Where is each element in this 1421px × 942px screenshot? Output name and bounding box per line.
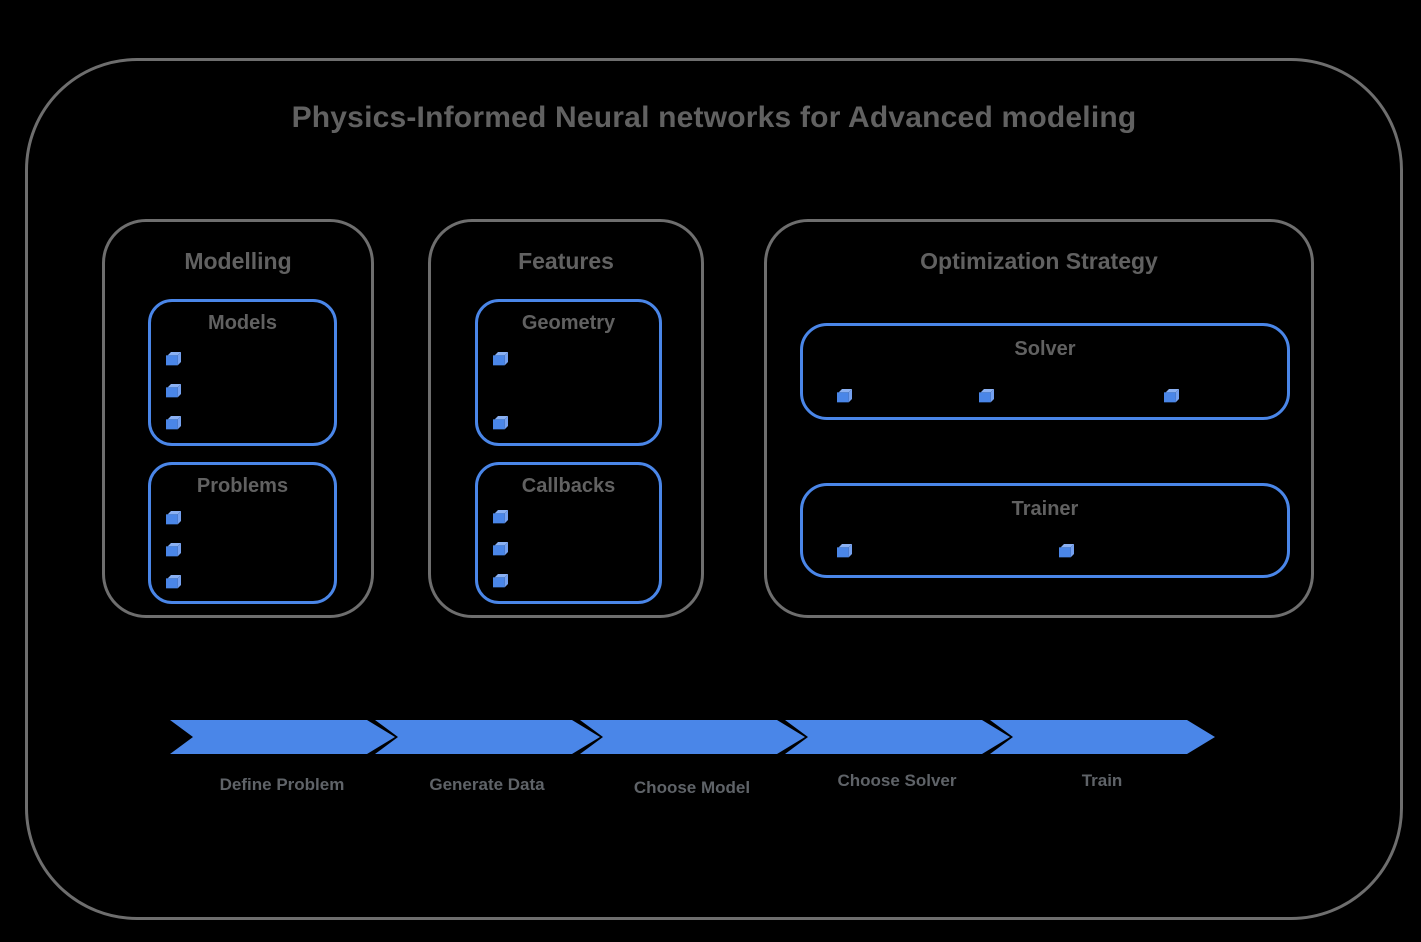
cube-icon	[492, 352, 509, 367]
flow-step-label-choose-model: Choose Model	[633, 778, 751, 797]
cube-icon	[165, 511, 182, 526]
flow-step-label-choose-solver: Choose Solver	[837, 771, 957, 790]
cube-icon	[1163, 389, 1180, 404]
cube-icon	[492, 416, 509, 431]
box-geometry: Geometry	[475, 299, 662, 446]
box-trainer-title: Trainer	[1011, 498, 1079, 520]
cube-icon	[492, 574, 509, 589]
process-arrow-band	[170, 720, 1215, 754]
cube-icon	[836, 544, 853, 559]
section-modelling-title: Modelling	[184, 248, 292, 274]
cube-icon	[1058, 544, 1075, 559]
diagram-title: Physics-Informed Neural networks for Adv…	[291, 101, 1137, 134]
cube-icon	[165, 575, 182, 590]
cube-icon	[165, 543, 182, 558]
section-features-title: Features	[518, 248, 614, 274]
box-solver: Solver	[800, 323, 1290, 420]
arrow-step-4	[785, 720, 1010, 754]
flow-step-label-define-problem: Define Problem	[219, 775, 345, 794]
box-models: Models	[148, 299, 337, 446]
box-callbacks: Callbacks	[475, 462, 662, 604]
box-problems-title: Problems	[196, 475, 289, 497]
section-optimization-strategy: Optimization Strategy Solver Trainer	[764, 219, 1314, 618]
box-trainer: Trainer	[800, 483, 1290, 578]
arrow-step-3	[580, 720, 805, 754]
box-solver-title: Solver	[1014, 338, 1076, 360]
arrow-step-1	[170, 720, 395, 754]
flow-step-label-generate-data: Generate Data	[429, 775, 545, 794]
box-callbacks-title: Callbacks	[521, 475, 616, 497]
box-problems: Problems	[148, 462, 337, 604]
cube-icon	[978, 389, 995, 404]
arrow-step-2	[375, 720, 600, 754]
flow-step-label-train: Train	[1081, 771, 1123, 790]
cube-icon	[165, 416, 182, 431]
box-models-title: Models	[208, 312, 277, 334]
section-modelling: Modelling Models Problems	[102, 219, 374, 618]
cube-icon	[492, 542, 509, 557]
cube-icon	[836, 389, 853, 404]
section-optimization-title: Optimization Strategy	[920, 248, 1158, 274]
cube-icon	[165, 384, 182, 399]
arrow-step-5	[990, 720, 1215, 754]
section-features: Features Geometry Callbacks	[428, 219, 704, 618]
box-geometry-title: Geometry	[521, 312, 616, 334]
diagram-container: Physics-Informed Neural networks for Adv…	[25, 58, 1403, 920]
cube-icon	[492, 510, 509, 525]
cube-icon	[165, 352, 182, 367]
